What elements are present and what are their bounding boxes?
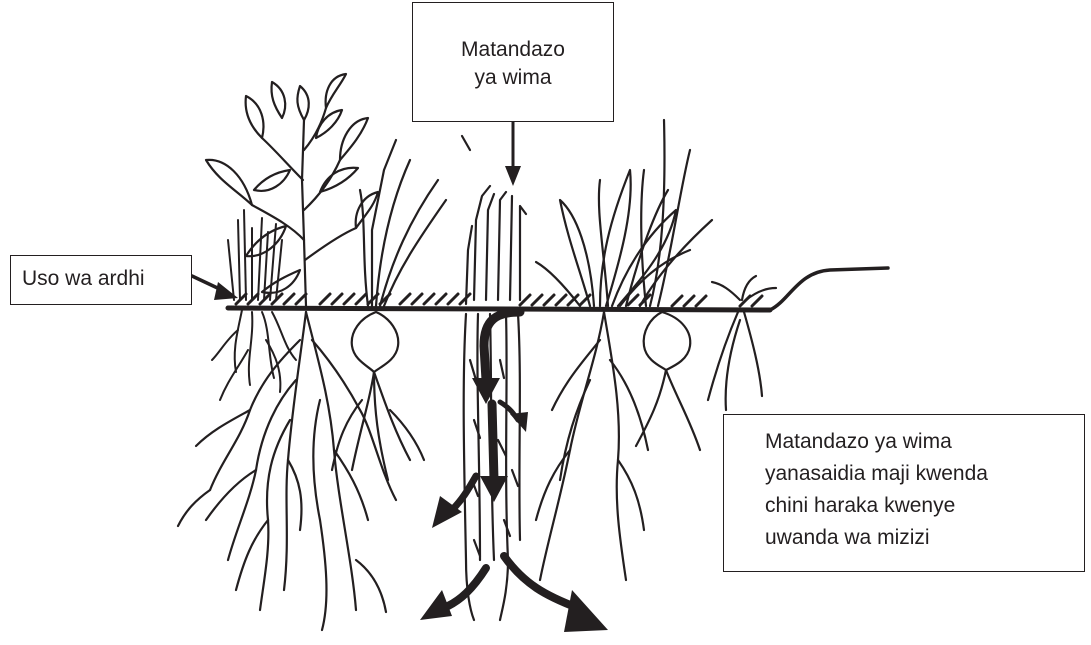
- bundle-pointer-arrow: [505, 116, 521, 186]
- vertical-mulch-label: Matandazo ya wima: [412, 2, 614, 122]
- soil-surface-label-text: Uso wa ardhi: [22, 265, 191, 293]
- leafy-plant: [178, 74, 396, 630]
- ground-surface: [228, 268, 888, 310]
- water-flow-arrows: [420, 312, 608, 632]
- description-label: Matandazo ya wima yanasaidia maji kwenda…: [723, 414, 1085, 572]
- description-line: Matandazo ya wima: [765, 426, 1084, 458]
- vertical-mulch-label-line: Matandazo: [413, 36, 613, 64]
- soil-surface-label: Uso wa ardhi: [10, 255, 192, 305]
- description-line: chini haraka kwenye: [765, 490, 1084, 522]
- description-line: yanasaidia maji kwenda: [765, 458, 1084, 490]
- description-line: uwanda wa mizizi: [765, 522, 1084, 554]
- vertical-mulch-label-line: ya wima: [413, 64, 613, 92]
